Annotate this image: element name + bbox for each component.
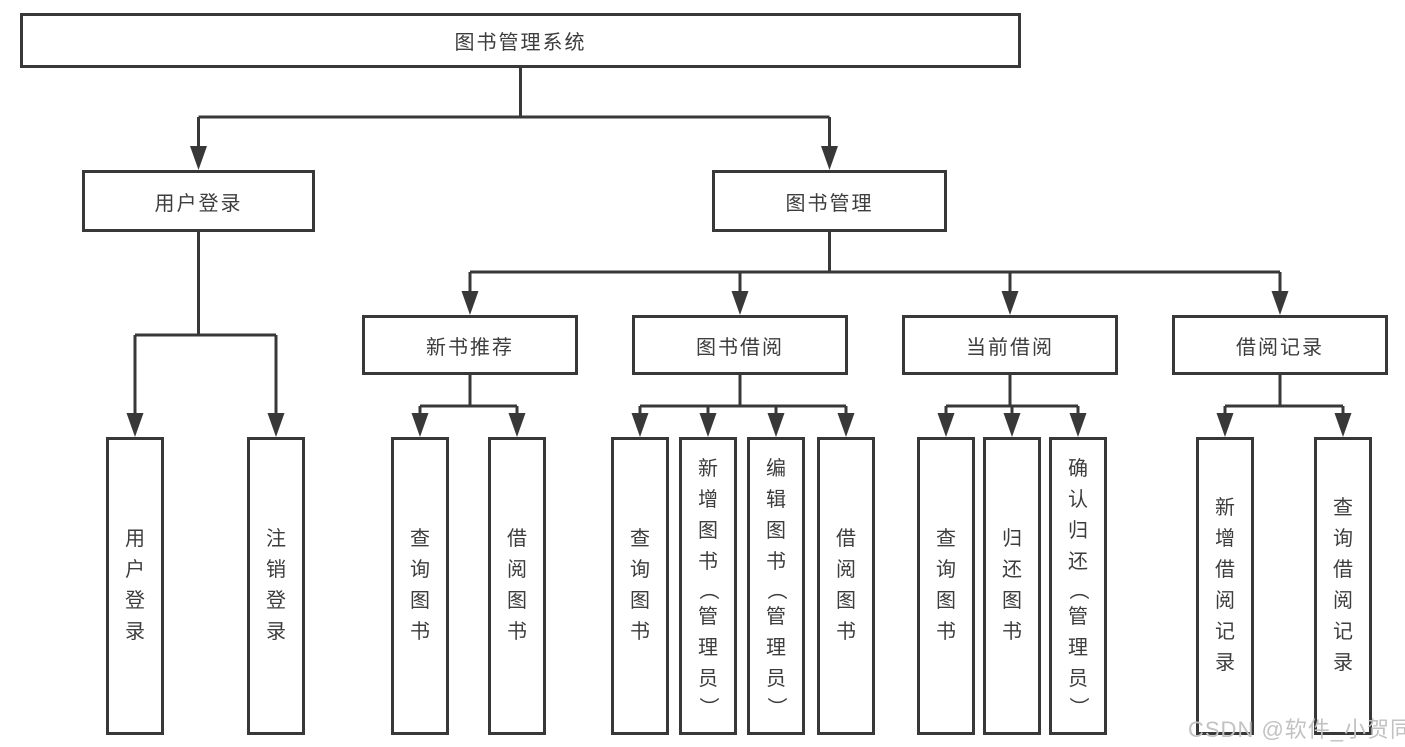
leaf-edit-books-admin: 编辑图书（管理员） xyxy=(747,437,805,735)
node-book-borrow: 图书借阅 xyxy=(632,315,848,375)
node-borrow-record: 借阅记录 xyxy=(1172,315,1388,375)
csdn-watermark: CSDN @软件_小贺同学 xyxy=(1188,717,1405,742)
leaf-logout: 注销登录 xyxy=(247,437,305,735)
leaf-query-books-3: 查询图书 xyxy=(917,437,975,735)
leaf-query-books-2: 查询图书 xyxy=(611,437,669,735)
leaf-return-books: 归还图书 xyxy=(983,437,1041,735)
node-user-login: 用户登录 xyxy=(82,170,315,232)
leaf-add-books-admin: 新增图书（管理员） xyxy=(679,437,737,735)
leaf-add-borrow-record: 新增借阅记录 xyxy=(1196,437,1254,735)
leaf-borrow-books: 借阅图书 xyxy=(488,437,546,735)
leaf-confirm-return-admin: 确认归还（管理员） xyxy=(1049,437,1107,735)
node-library-system: 图书管理系统 xyxy=(20,13,1021,68)
leaf-query-books: 查询图书 xyxy=(391,437,449,735)
leaf-query-borrow-record: 查询借阅记录 xyxy=(1314,437,1372,735)
leaf-user-login: 用户登录 xyxy=(106,437,164,735)
node-current-borrow: 当前借阅 xyxy=(902,315,1118,375)
node-new-book-recommend: 新书推荐 xyxy=(362,315,578,375)
arrowhead-group xyxy=(126,146,1352,437)
leaf-borrow-books-2: 借阅图书 xyxy=(817,437,875,735)
node-book-management: 图书管理 xyxy=(712,170,947,232)
